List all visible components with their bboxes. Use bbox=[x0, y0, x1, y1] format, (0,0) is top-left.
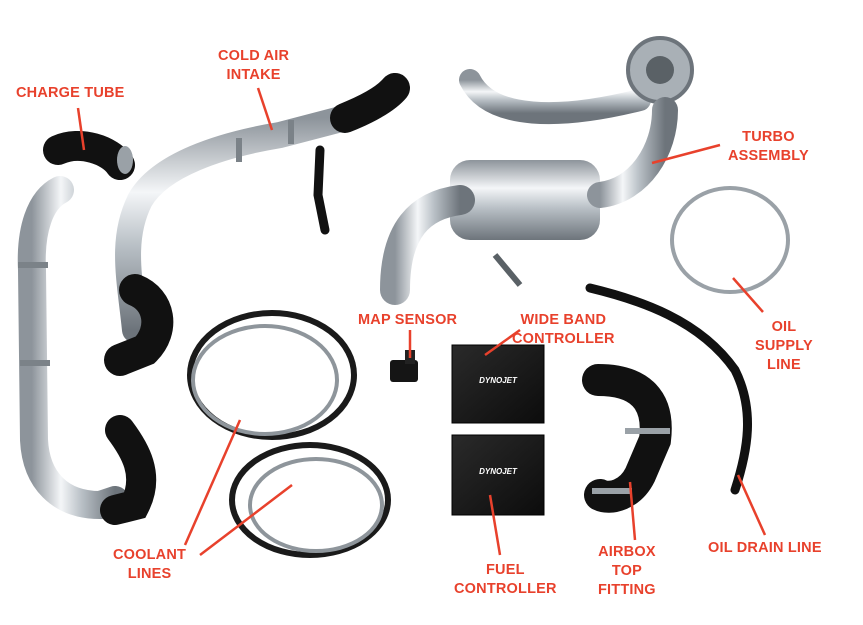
label-oil-supply-line: OIL SUPPLY LINE bbox=[755, 319, 813, 373]
label-charge-tube: CHARGE TUBE bbox=[16, 85, 125, 101]
fuel-controller-box: DYNOJET bbox=[451, 434, 545, 516]
charge-tube bbox=[17, 131, 157, 525]
pointer-lines bbox=[76, 87, 767, 556]
label-wide-band-controller: WIDE BAND CONTROLLER bbox=[512, 312, 615, 347]
coolant-lines bbox=[187, 310, 391, 558]
label-cold-air-intake: COLD AIR INTAKE bbox=[218, 48, 290, 83]
oil-supply-line bbox=[670, 186, 790, 294]
label-airbox-top-fitting: AIRBOX TOP FITTING bbox=[598, 544, 656, 598]
label-coolant-lines: COOLANT LINES bbox=[113, 547, 187, 582]
turbo-assembly bbox=[380, 36, 694, 305]
label-turbo-assembly: TURBO ASSEMBLY bbox=[728, 129, 809, 164]
box-brand-top: DYNOJET bbox=[479, 376, 518, 385]
wide-band-controller-box: DYNOJET bbox=[451, 344, 545, 424]
label-fuel-controller: FUEL CONTROLLER bbox=[454, 562, 557, 597]
map-sensor bbox=[390, 350, 418, 382]
cold-air-intake bbox=[104, 73, 410, 376]
label-oil-drain-line: OIL DRAIN LINE bbox=[708, 540, 822, 556]
box-brand-bottom: DYNOJET bbox=[479, 467, 518, 476]
label-map-sensor: MAP SENSOR bbox=[358, 312, 458, 328]
oil-drain-line bbox=[585, 283, 752, 495]
airbox-top-fitting bbox=[582, 364, 672, 513]
